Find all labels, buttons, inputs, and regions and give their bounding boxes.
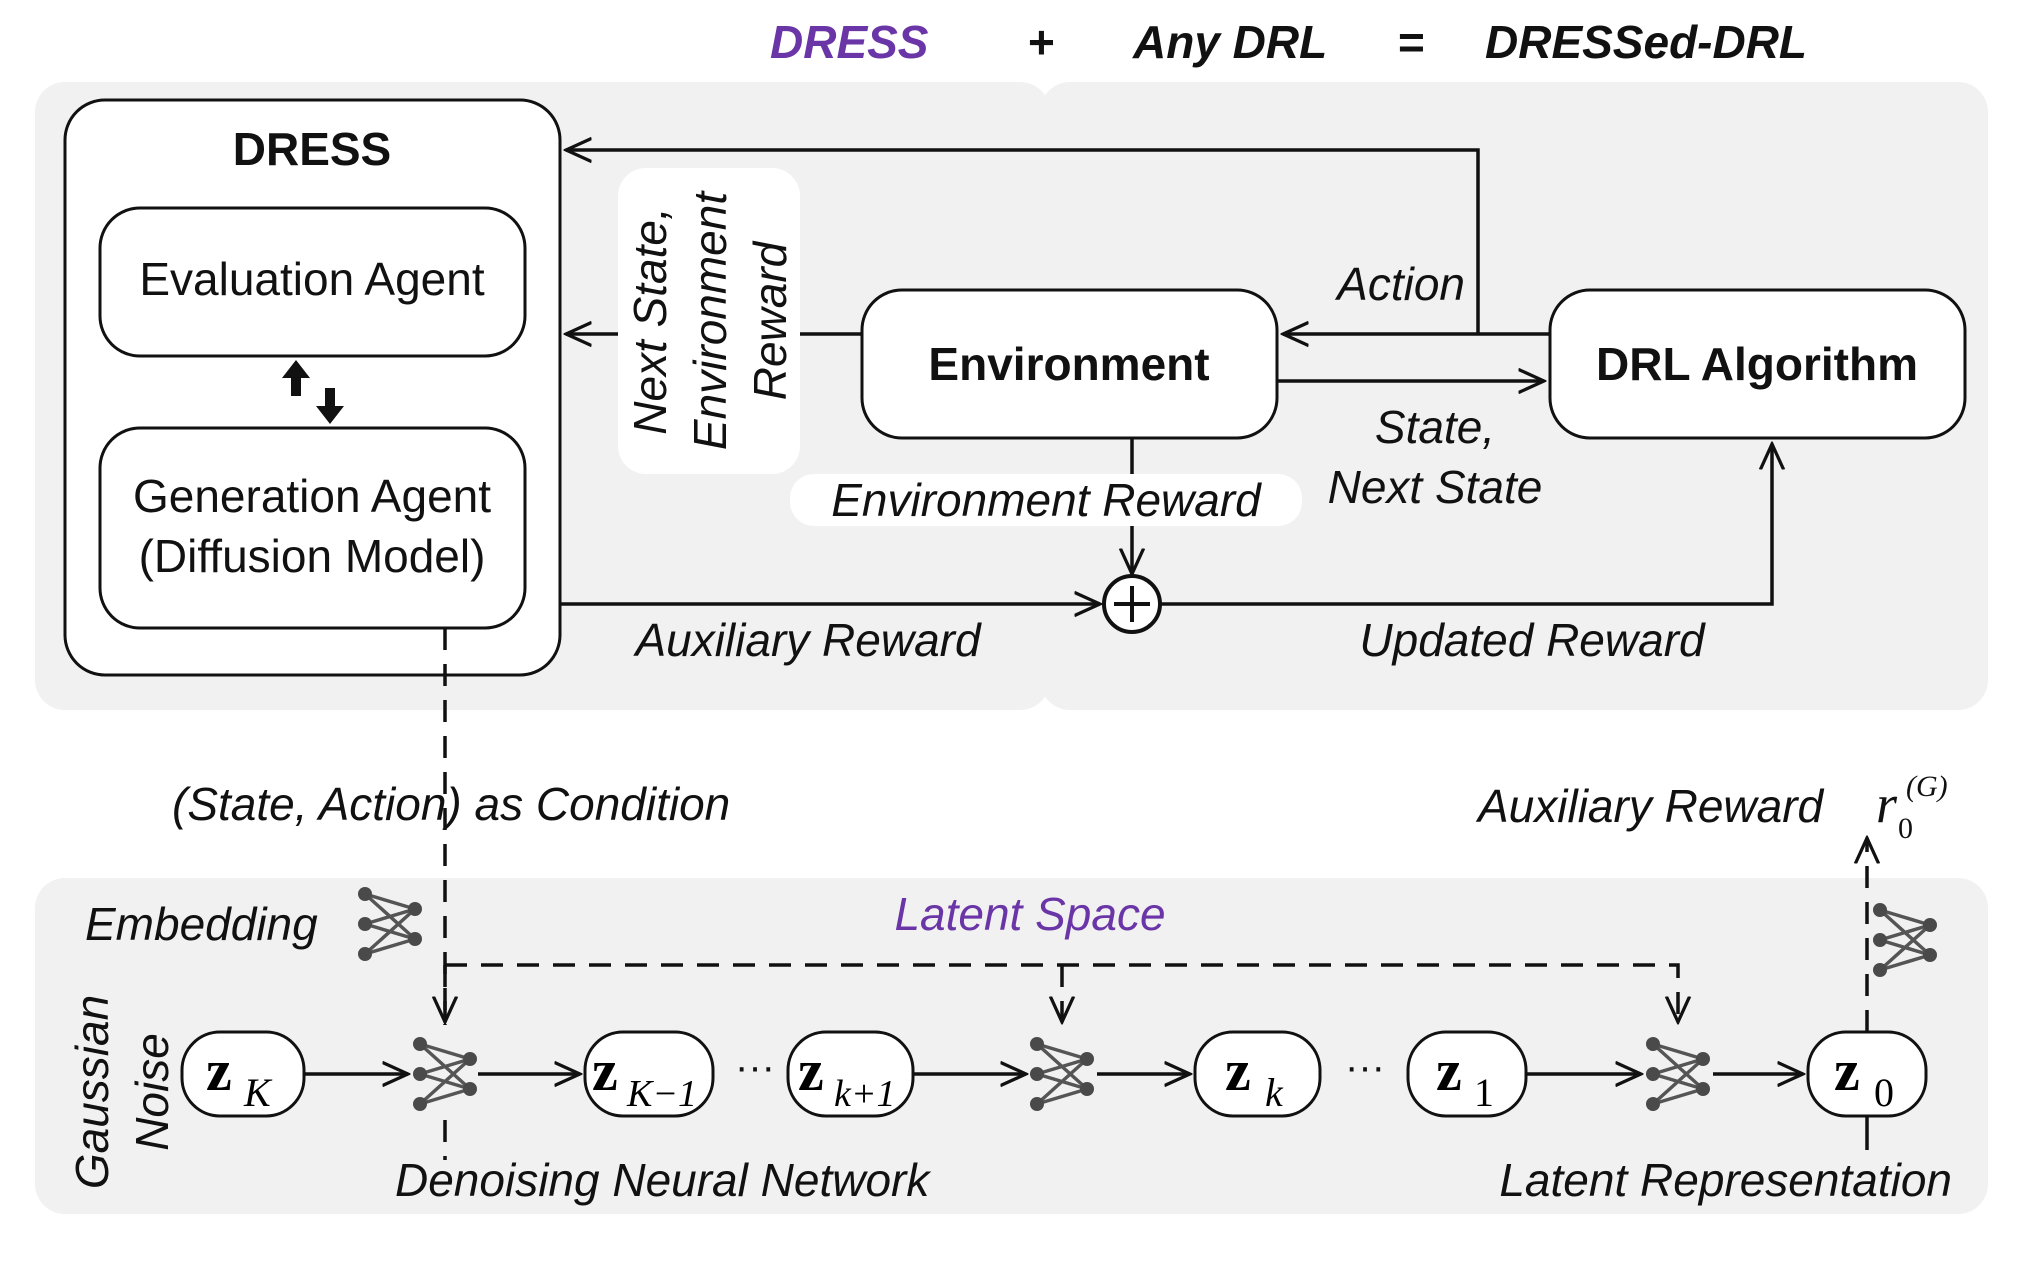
gaussian-label: Gaussian xyxy=(66,995,118,1189)
latent-zk-main: z xyxy=(1225,1038,1251,1103)
title-plus: + xyxy=(1028,16,1055,68)
latent-zk+1-sub: k+1 xyxy=(834,1073,896,1115)
embedding-network-icon xyxy=(358,887,422,961)
dress-box-title: DRESS xyxy=(233,123,391,175)
latent-z1-box xyxy=(1406,1030,1528,1118)
latent-z0-main: z xyxy=(1834,1038,1860,1103)
environment-label: Environment xyxy=(928,338,1209,390)
r-sub: 0 xyxy=(1898,812,1913,845)
updated-reward-arrow xyxy=(1160,444,1772,606)
aux-reward-label: Auxiliary Reward xyxy=(632,614,982,666)
next-state-rotated-text: Next State, Environment Reward xyxy=(624,190,796,450)
r-sup: (G) xyxy=(1906,770,1948,803)
evaluation-agent-label: Evaluation Agent xyxy=(139,253,484,305)
latent-zk-sub: k xyxy=(1265,1070,1284,1115)
environment-box xyxy=(860,288,1279,440)
drl-algorithm-label: DRL Algorithm xyxy=(1596,338,1918,390)
generation-agent-box xyxy=(98,426,527,630)
next-state-label-2: Environment xyxy=(684,190,736,450)
title-equals: = xyxy=(1398,16,1425,68)
latent-zK-sub: K xyxy=(243,1070,273,1115)
title-dress: DRESS xyxy=(770,16,929,68)
latent-space-label: Latent Space xyxy=(894,888,1165,940)
action-to-dress-arrow xyxy=(566,150,1480,334)
latent-space-line xyxy=(445,963,1678,1022)
env-reward-label-bg xyxy=(790,474,1302,526)
reward-network-icon xyxy=(1873,903,1937,977)
denoising-nn-label: Denoising Neural Network xyxy=(395,1154,931,1206)
action-label: Action xyxy=(1334,258,1465,310)
noise-label: Noise xyxy=(126,1033,178,1151)
next-state-label-3: Reward xyxy=(744,240,796,400)
drl-algorithm-box xyxy=(1548,288,1967,440)
state-label-2: Next State xyxy=(1328,461,1543,513)
next-state-label-bg xyxy=(618,168,800,474)
latent-z1-main: z xyxy=(1436,1038,1462,1103)
title-dressed-drl: DRESSed-DRL xyxy=(1485,16,1807,68)
gaussian-noise-rotated: Gaussian Noise xyxy=(66,995,178,1189)
condition-label: (State, Action) as Condition xyxy=(172,778,730,830)
state-label-1: State, xyxy=(1375,401,1495,453)
next-state-label-1: Next State, xyxy=(624,207,676,435)
embedding-label: Embedding xyxy=(85,898,318,950)
latent-panel xyxy=(35,878,1988,1214)
latent-zK-1-box xyxy=(583,1030,715,1118)
generation-agent-label-1: Generation Agent xyxy=(133,470,491,522)
denoise-network-2-icon xyxy=(1030,1037,1094,1111)
r-symbol: r xyxy=(1876,774,1898,834)
latent-zK-1-main: z xyxy=(592,1038,618,1103)
latent-zk+1-main: z xyxy=(798,1038,824,1103)
latent-zK-main: z xyxy=(206,1038,232,1103)
evaluation-agent-box xyxy=(98,206,527,358)
denoise-network-1-icon xyxy=(413,1037,477,1111)
denoise-network-3-icon xyxy=(1646,1037,1710,1111)
latent-z1-sub: 1 xyxy=(1474,1070,1494,1115)
latent-zK-box xyxy=(180,1030,306,1118)
latent-zK-1-sub: K−1 xyxy=(626,1073,697,1115)
title-any-drl: Any DRL xyxy=(1132,16,1327,68)
aux-reward-r0-label: Auxiliary Reward xyxy=(1475,780,1825,832)
drl-panel xyxy=(1040,82,1988,710)
generation-agent-label-2: (Diffusion Model) xyxy=(139,530,486,582)
updated-reward-label: Updated Reward xyxy=(1359,614,1706,666)
latent-z0-box xyxy=(1806,1030,1928,1118)
latent-representation-label: Latent Representation xyxy=(1499,1154,1952,1206)
latent-z0-sub: 0 xyxy=(1874,1070,1894,1115)
latent-chain: z K z K−1 ··· z k+1 z k ··· z 1 z 0 xyxy=(180,1030,1928,1118)
ellipsis-1: ··· xyxy=(735,1045,775,1089)
ellipsis-2: ··· xyxy=(1345,1045,1385,1089)
env-reward-label: Environment Reward xyxy=(831,474,1262,526)
latent-zk-box xyxy=(1193,1030,1322,1118)
bidirectional-arrows-icon xyxy=(282,360,344,424)
